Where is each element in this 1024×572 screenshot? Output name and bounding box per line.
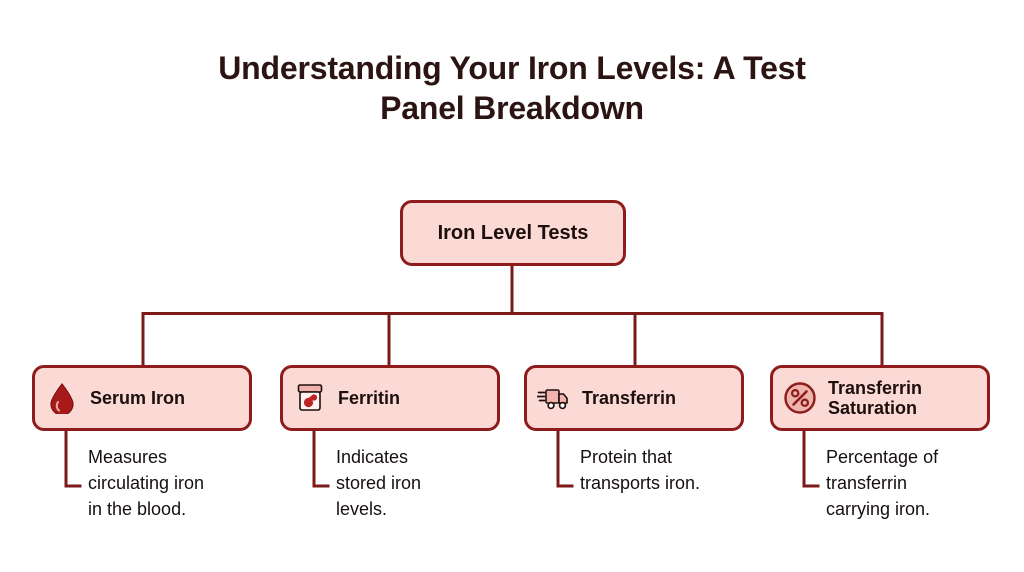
description-transferrin-saturation: Percentage of transferrin carrying iron. bbox=[826, 447, 939, 519]
page-title-line-1: Understanding Your Iron Levels: A Test bbox=[218, 50, 806, 86]
node-transferrin-saturation[interactable]: Transferrin Saturation bbox=[770, 365, 990, 431]
storage-jar-icon bbox=[293, 381, 327, 415]
node-transferrin-label: Transferrin bbox=[582, 387, 677, 408]
delivery-truck-icon bbox=[537, 381, 571, 415]
blood-drop-icon bbox=[45, 381, 79, 415]
node-transferrin[interactable]: Transferrin bbox=[524, 365, 744, 431]
node-ferritin[interactable]: Ferritin bbox=[280, 365, 500, 431]
root-node-label: Iron Level Tests bbox=[437, 221, 589, 244]
connector-elbow-2 bbox=[556, 429, 574, 488]
connector-elbow-0 bbox=[64, 429, 82, 488]
connector-elbow-1 bbox=[312, 429, 330, 488]
page-title-line-2: Panel Breakdown bbox=[380, 90, 644, 126]
percent-circle-icon bbox=[783, 381, 817, 415]
description-transferrin: Protein that transports iron. bbox=[580, 447, 701, 493]
connector-elbow-3 bbox=[802, 429, 820, 488]
root-node-iron-level-tests[interactable]: Iron Level Tests bbox=[400, 200, 626, 266]
description-ferritin: Indicates stored iron levels. bbox=[336, 447, 422, 519]
node-serum-iron-label: Serum Iron bbox=[90, 387, 186, 408]
node-transferrin-saturation-label: Transferrin Saturation bbox=[828, 378, 923, 418]
description-serum-iron: Measures circulating iron in the blood. bbox=[88, 447, 205, 519]
node-ferritin-label: Ferritin bbox=[338, 387, 401, 408]
page-title: Understanding Your Iron Levels: A Test P… bbox=[0, 48, 1024, 128]
node-serum-iron[interactable]: Serum Iron bbox=[32, 365, 252, 431]
